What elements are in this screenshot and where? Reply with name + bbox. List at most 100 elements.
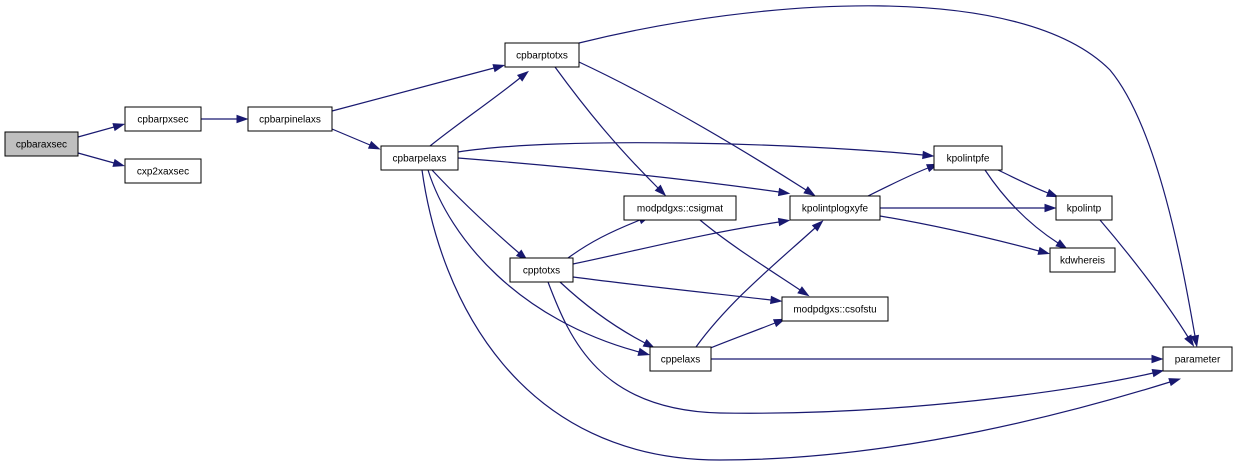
arrowhead xyxy=(236,114,249,124)
node-box xyxy=(247,106,333,132)
node-kpolintplogxyfe[interactable]: kpolintplogxyfe xyxy=(789,195,881,221)
node-kdwhereis[interactable]: kdwhereis xyxy=(1049,247,1116,273)
node-label: modpdgxs::csigmat xyxy=(637,204,723,215)
node-box xyxy=(4,131,79,157)
edge-line xyxy=(431,169,520,254)
edge-cpbarptotxs-to-kpolintplogxyfe xyxy=(578,61,816,197)
edge-line xyxy=(547,281,1154,414)
edge-cpptotxs-to-modpdgxs_csigmat xyxy=(567,215,651,259)
edge-modpdgxs_csigmat-to-modpdgxs_csofstu xyxy=(699,219,810,297)
node-label: kdwhereis xyxy=(1060,256,1105,267)
node-cpbarpelaxs[interactable]: cpbarpelaxs xyxy=(380,145,459,171)
edge-cpptotxs-to-cppelaxs xyxy=(559,281,656,349)
arrowhead xyxy=(1044,203,1057,213)
node-label: parameter xyxy=(1175,355,1221,366)
edge-line xyxy=(867,167,929,197)
node-cpbarptotxs[interactable]: cpbarptotxs xyxy=(504,42,580,68)
edge-cpptotxs-to-parameter xyxy=(547,281,1165,414)
edge-line xyxy=(554,66,659,189)
node-box xyxy=(933,145,1003,171)
arrowhead xyxy=(811,220,824,232)
edge-cppelaxs-to-kpolintplogxyfe xyxy=(695,220,824,348)
edge-line xyxy=(1099,219,1189,338)
edge-cpptotxs-to-modpdgxs_csofstu xyxy=(572,276,783,305)
edge-cpbarpelaxs-to-kpolintplogxyfe xyxy=(457,157,791,197)
node-label: cpptotxs xyxy=(523,266,560,277)
node-cpbaraxsec[interactable]: cpbaraxsec xyxy=(4,131,79,157)
node-box xyxy=(649,346,712,372)
node-box xyxy=(789,195,881,221)
arrowhead xyxy=(1184,334,1195,347)
edge-line xyxy=(559,281,646,344)
edge-cpbarpinelaxs-to-cpbarptotxs xyxy=(331,64,506,112)
edge-cpbarptotxs-to-parameter xyxy=(578,5,1200,348)
node-label: cpbarpelaxs xyxy=(393,154,447,165)
arrowhead xyxy=(112,158,126,167)
edge-line xyxy=(984,169,1059,244)
edge-cpbaraxsec-to-cxp2xaxsec xyxy=(77,152,126,167)
node-modpdgxs-csofstu[interactable]: modpdgxs::csofstu xyxy=(781,296,889,322)
edge-kpolintplogxyfe-to-kpolintp xyxy=(880,203,1057,213)
edge-line xyxy=(572,276,772,301)
edge-line xyxy=(457,142,924,156)
node-box xyxy=(509,257,574,283)
arrowhead xyxy=(777,217,791,227)
edge-line xyxy=(429,77,521,147)
node-box xyxy=(124,106,202,132)
edge-line xyxy=(331,128,371,146)
node-kpolintpfe[interactable]: kpolintpfe xyxy=(933,145,1003,171)
node-label: kpolintp xyxy=(1067,204,1102,215)
arrowhead xyxy=(637,347,651,356)
node-cpbarpinelaxs[interactable]: cpbarpinelaxs xyxy=(247,106,333,132)
edge-kpolintpfe-to-kpolintp xyxy=(997,169,1059,198)
node-cpptotxs[interactable]: cpptotxs xyxy=(509,257,574,283)
node-box xyxy=(1055,195,1113,221)
edge-line xyxy=(77,126,115,138)
edge-line xyxy=(427,169,640,353)
edge-cpbaraxsec-to-cpbarpxsec xyxy=(77,123,126,138)
node-kpolintp[interactable]: kpolintp xyxy=(1055,195,1113,221)
edge-line xyxy=(695,227,816,348)
arrowhead xyxy=(1045,188,1059,198)
edge-line xyxy=(567,219,641,259)
edge-kpolintp-to-parameter xyxy=(1099,219,1195,347)
graph-nodes: cpbaraxsec cpbarpxsec cxp2xaxsec cpbarpinel… xyxy=(4,42,1233,372)
arrowhead xyxy=(770,295,783,305)
edge-cpbarpelaxs-to-cppelaxs xyxy=(427,169,651,356)
arrowhead xyxy=(1037,246,1051,255)
arrowhead xyxy=(1190,334,1200,348)
arrowhead xyxy=(516,70,530,82)
edge-line xyxy=(421,169,1171,461)
arrowhead xyxy=(1151,369,1165,378)
edge-line xyxy=(997,169,1049,194)
node-label: cpbarpxsec xyxy=(137,115,188,126)
node-parameter[interactable]: parameter xyxy=(1162,346,1233,372)
edge-cpbarpxsec-to-cpbarpinelaxs xyxy=(201,114,249,124)
node-modpdgxs-csigmat[interactable]: modpdgxs::csigmat xyxy=(623,195,737,221)
node-label: modpdgxs::csofstu xyxy=(793,305,876,316)
edge-kpolintplogxyfe-to-kdwhereis xyxy=(879,215,1051,255)
node-cxp2xaxsec[interactable]: cxp2xaxsec xyxy=(124,158,202,184)
node-cpbarpxsec[interactable]: cpbarpxsec xyxy=(124,106,202,132)
node-box xyxy=(504,42,580,68)
node-box xyxy=(124,158,202,184)
arrowhead xyxy=(922,150,935,160)
arrowhead xyxy=(1151,354,1164,364)
node-label: kpolintplogxyfe xyxy=(802,204,869,215)
node-box xyxy=(380,145,459,171)
edge-line xyxy=(457,157,780,193)
node-box xyxy=(1049,247,1116,273)
arrowhead xyxy=(112,123,126,132)
edge-line xyxy=(331,67,495,112)
edge-cpbarpinelaxs-to-cpbarpelaxs xyxy=(331,128,381,150)
arrowhead xyxy=(1055,239,1068,250)
arrowhead xyxy=(1168,378,1181,387)
arrowhead xyxy=(367,140,381,150)
node-cppelaxs[interactable]: cppelaxs xyxy=(649,346,712,372)
arrowhead xyxy=(492,64,506,73)
edge-line xyxy=(578,5,1196,337)
edge-line xyxy=(578,61,807,191)
node-label: cpbarptotxs xyxy=(516,51,568,62)
graph-edges xyxy=(77,5,1200,461)
